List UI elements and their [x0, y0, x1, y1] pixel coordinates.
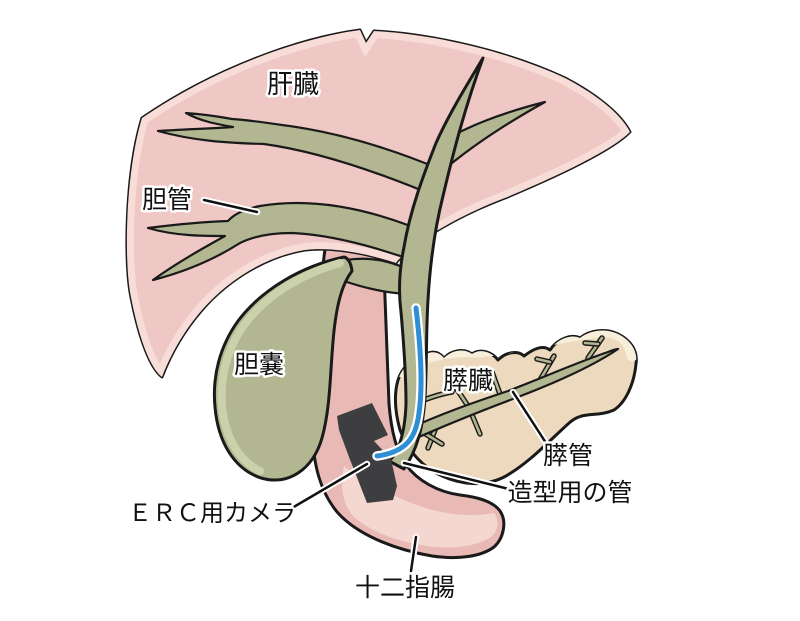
erc-camera-shape	[337, 403, 397, 503]
contrast-tube-label: 造型用の管	[507, 478, 632, 507]
gallbladder-label: 胆嚢	[234, 350, 284, 379]
bile-duct-left-upper-branch	[156, 111, 444, 200]
contrast-tube-shape	[374, 305, 424, 459]
contrast-tube-group	[372, 303, 426, 461]
liver-label: 肝臓	[267, 70, 319, 100]
duodenum-inner-highlight	[342, 466, 498, 548]
duodenum-label: 十二指腸	[355, 573, 455, 602]
pancreatic-duct-label: 膵管	[543, 441, 593, 470]
labels: 肝臓 胆管 胆嚢 膵臓 膵管 造型用の管 ＥＲＣ用カメラ 十二指腸	[126, 68, 636, 605]
contrast-tube-pointer	[402, 461, 511, 491]
duodenum-pointer	[409, 535, 418, 573]
erc-camera-label: ＥＲＣ用カメラ	[128, 499, 296, 527]
bile-duct-pointer	[202, 198, 259, 214]
gallbladder-edge-highlight	[217, 259, 344, 475]
pancreas-label: 膵臓	[443, 366, 493, 395]
bile-duct-left-lower-branch	[146, 202, 432, 282]
bile-duct-label: 胆管	[142, 185, 192, 214]
gallbladder-group	[212, 255, 354, 482]
pancreatic-duct-pointer	[511, 390, 550, 448]
pointer-lines	[200, 196, 552, 575]
erc-camera-pointer	[290, 462, 369, 510]
